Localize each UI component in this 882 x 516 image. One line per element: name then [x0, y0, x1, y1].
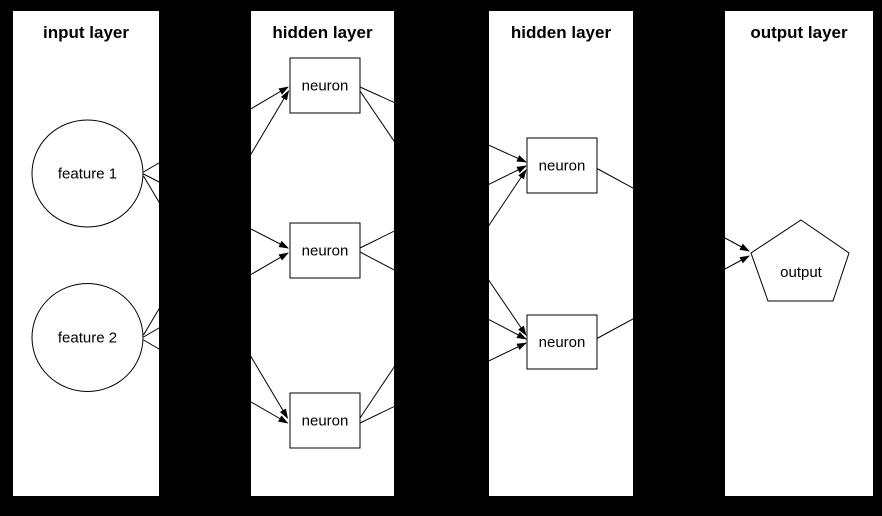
node-label-output1: output: [780, 264, 823, 281]
node-label-neuron4: neuron: [539, 158, 586, 175]
edge-feature1-neuron2: [143, 173, 289, 249]
edge-neuron2-neuron5: [359, 251, 527, 340]
edge-feature2-neuron2: [143, 252, 289, 338]
feature2-shape: [31, 283, 144, 392]
node-label-neuron1: neuron: [302, 78, 349, 95]
layer-title-output: output layer: [750, 23, 848, 42]
neuron5-shape: [526, 314, 598, 370]
layer-title-input: input layer: [43, 23, 129, 42]
edge-neuron4-output1: [595, 167, 750, 252]
edge-neuron3-neuron5: [359, 342, 527, 424]
neuron1-shape: [289, 57, 361, 114]
layer-title-hidden-2: hidden layer: [510, 23, 612, 42]
panel-input-layer: input layer: [13, 11, 159, 496]
edge-feature2-neuron1: [143, 90, 290, 336]
node-neuron1: neuron: [289, 57, 361, 114]
node-neuron5: neuron: [526, 314, 598, 370]
node-neuron4: neuron: [526, 137, 598, 194]
node-feature2: feature 2: [31, 283, 144, 392]
layer-title-hidden-1: hidden layer: [272, 23, 373, 42]
node-label-neuron3: neuron: [302, 413, 349, 430]
neuron2-shape: [289, 222, 361, 279]
neuron3-shape: [289, 392, 361, 449]
edge-feature2-neuron3: [143, 339, 289, 424]
node-neuron3: neuron: [289, 392, 361, 449]
edge-neuron2-neuron4: [359, 165, 527, 249]
panel-hidden-layer-2: hidden layer: [489, 11, 633, 496]
feature1-shape: [31, 119, 144, 228]
node-label-feature2: feature 2: [58, 330, 117, 347]
edge-feature1-neuron1: [143, 86, 289, 173]
edge-neuron1-neuron5: [359, 90, 527, 336]
edge-feature1-neuron3: [143, 175, 289, 419]
node-neuron2: neuron: [289, 222, 361, 279]
node-label-neuron2: neuron: [302, 243, 349, 260]
node-output1: output: [750, 219, 850, 302]
edge-neuron3-neuron4: [359, 169, 527, 419]
node-label-neuron5: neuron: [539, 334, 586, 351]
neuron4-shape: [526, 137, 598, 194]
node-feature1: feature 1: [31, 119, 144, 228]
edge-neuron5-output1: [595, 255, 750, 340]
node-label-feature1: feature 1: [58, 166, 117, 183]
output1-shape: [750, 219, 850, 302]
edge-neuron1-neuron4: [359, 86, 527, 163]
